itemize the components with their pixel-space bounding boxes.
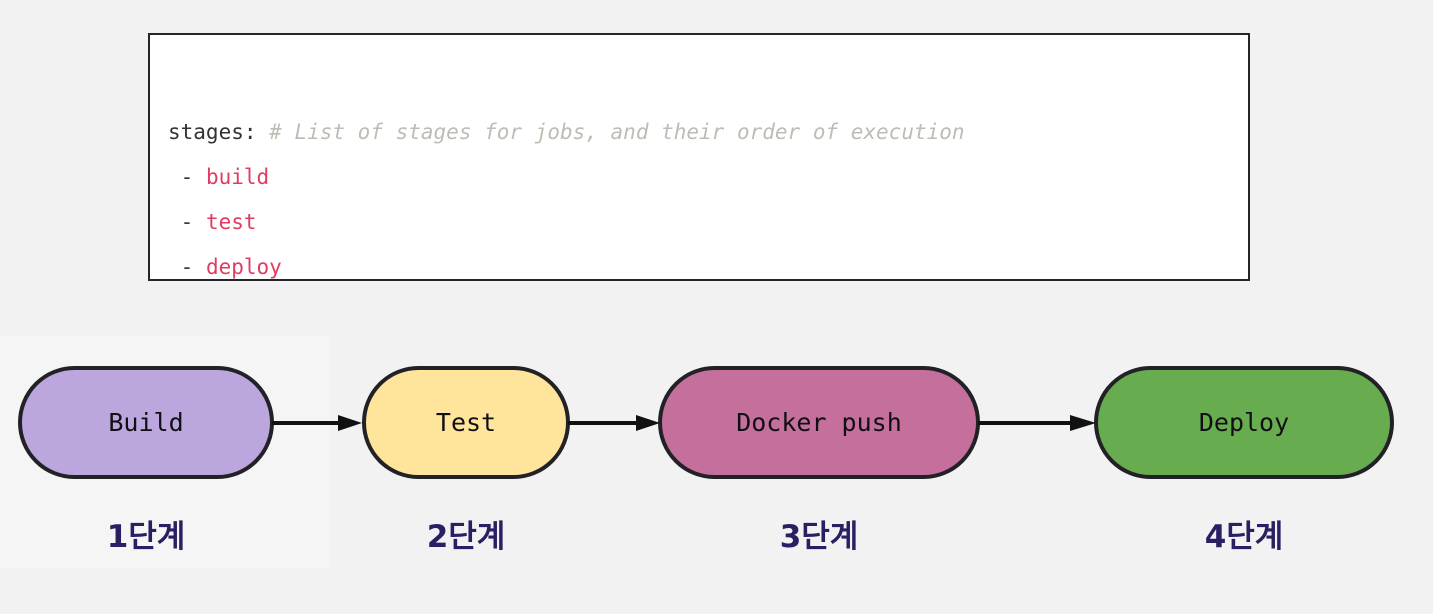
yaml-list-dash-2: - — [180, 210, 194, 234]
yaml-list-value-test: test — [205, 210, 257, 234]
yaml-comment: # List of stages for jobs, and their ord… — [269, 120, 965, 144]
pipeline-flowchart: Build Test Docker push Deploy 1단계 2단계 3단… — [0, 318, 1433, 614]
flow-node-docker-push[interactable]: Docker push — [658, 366, 980, 479]
step-label-2: 2단계 — [426, 519, 506, 555]
flow-node-test-label: Test — [435, 408, 497, 437]
code-block-content: stages: # List of stages for jobs, and t… — [150, 35, 1248, 335]
flow-node-test[interactable]: Test — [362, 366, 570, 479]
flow-node-docker-push-label: Docker push — [736, 408, 902, 437]
flow-node-deploy-label: Deploy — [1198, 408, 1290, 437]
step-label-4: 4단계 — [1204, 519, 1284, 555]
flow-node-deploy[interactable]: Deploy — [1094, 366, 1394, 479]
yaml-list-value-deploy: deploy — [205, 255, 282, 279]
flow-node-build[interactable]: Build — [18, 366, 274, 479]
flow-node-build-label: Build — [108, 408, 184, 437]
yaml-list-value-build: build — [205, 165, 270, 189]
flow-arrow-build-to-test — [272, 415, 362, 431]
yaml-key-stages: stages: — [168, 120, 257, 144]
yaml-list-dash-3: - — [180, 255, 194, 279]
code-block: stages: # List of stages for jobs, and t… — [148, 33, 1250, 281]
flow-arrow-docker-push-to-deploy — [978, 415, 1096, 431]
yaml-list-dash-1: - — [180, 165, 194, 189]
flow-arrow-test-to-docker-push — [568, 415, 660, 431]
step-label-3: 3단계 — [779, 519, 859, 555]
step-label-1: 1단계 — [106, 519, 186, 555]
